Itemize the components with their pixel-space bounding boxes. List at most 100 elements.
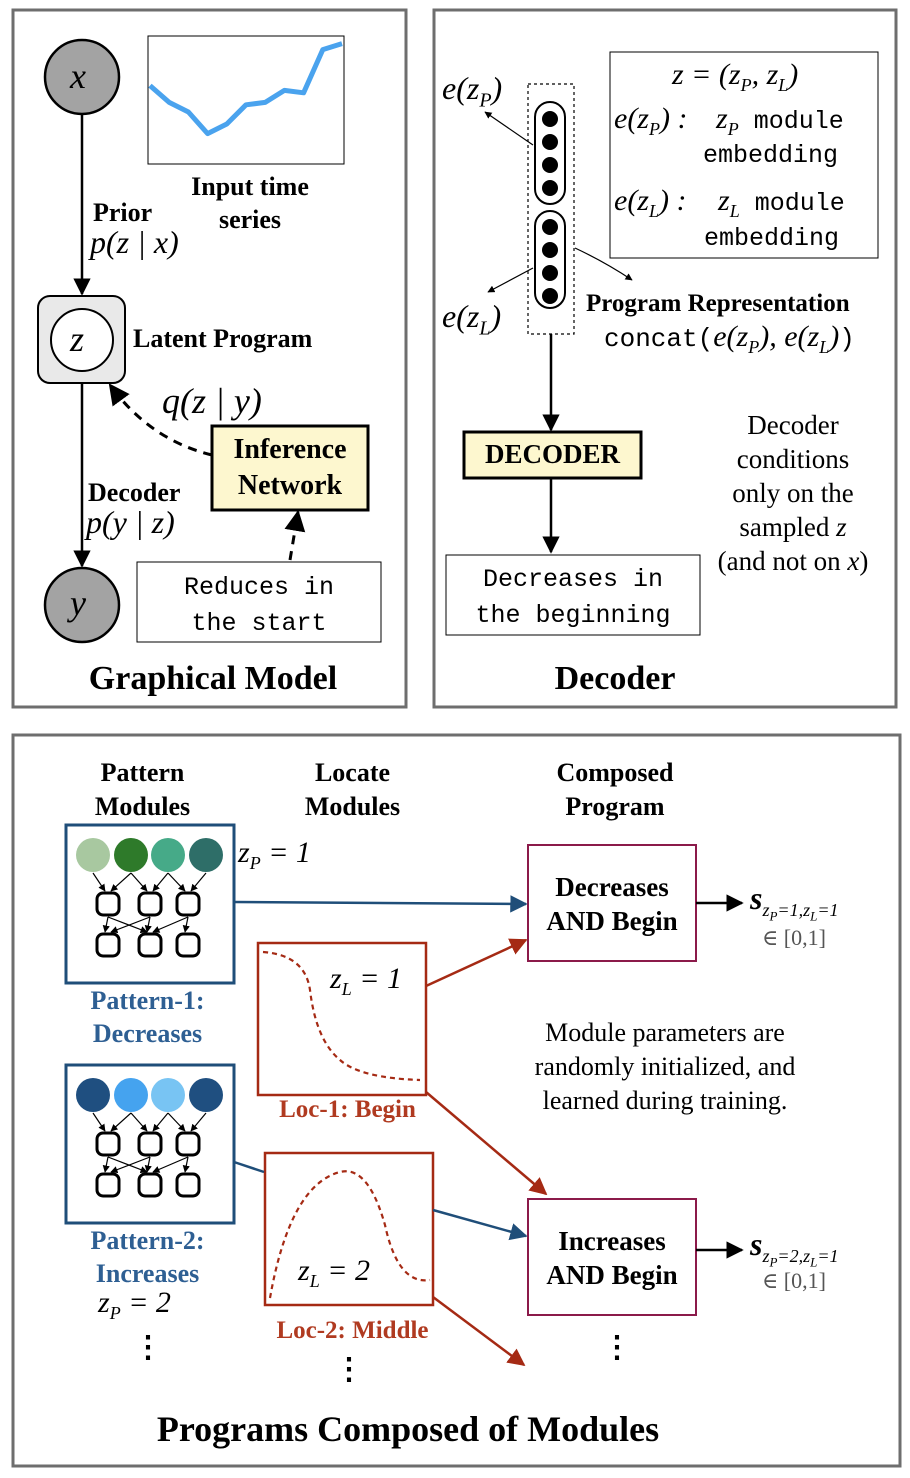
loc1-curve [262, 950, 421, 1082]
edge [102, 1156, 110, 1173]
edge [130, 872, 148, 892]
decoder-formula: p(y | z) [86, 504, 175, 540]
decoder-box-label: DECODER [484, 439, 620, 469]
edge [152, 872, 169, 892]
inference-network-label: Inference Network [233, 434, 347, 501]
edge [182, 1156, 190, 1173]
output-node [175, 1172, 201, 1198]
edge [152, 1156, 189, 1173]
locate-ellipsis: ⋮ [334, 1353, 364, 1386]
input-node [76, 838, 110, 872]
pattern-ellipsis: ⋮ [133, 1331, 163, 1364]
ezl-pointer [487, 267, 534, 293]
node-z-label: z [70, 319, 85, 359]
loc2-to-program2-arrow [432, 1208, 528, 1241]
hidden-node [137, 1131, 163, 1157]
ezp-pointer [484, 111, 534, 146]
program-ellipsis: ⋮ [602, 1331, 632, 1364]
edge [102, 916, 110, 933]
ezp-label: e(zP) [442, 70, 503, 112]
node-y-label: y [70, 583, 86, 623]
hidden-node [175, 891, 201, 917]
edge [167, 872, 186, 892]
program1-range: ∈ [0,1] [762, 925, 826, 950]
output-node [137, 932, 163, 958]
hidden-node [175, 1131, 201, 1157]
col-locate-header: Locate Modules [304, 758, 401, 821]
output-node [95, 1172, 121, 1198]
edge [110, 1156, 151, 1174]
inference-network-box [210, 424, 370, 512]
edge [92, 872, 106, 892]
pattern2-network [76, 1078, 223, 1198]
edge [92, 1112, 106, 1132]
definition-ezl-embedding: embedding [704, 224, 840, 253]
hidden-node [137, 891, 163, 917]
pattern1-zp: zP = 1 [238, 836, 311, 873]
program2-box [527, 1198, 697, 1316]
edge [110, 916, 151, 934]
loc1-zl: zL = 1 [330, 962, 402, 999]
program2-range: ∈ [0,1] [762, 1268, 826, 1293]
output-node [175, 932, 201, 958]
loc2-to-next-arrow [432, 1295, 526, 1367]
module-params-note: Module parameters are randomly initializ… [534, 1018, 796, 1115]
program2-score: szP=2,zL=1 [750, 1226, 839, 1270]
pattern2-to-program2-arrow [233, 1160, 265, 1174]
input-series-label: Input time series [191, 172, 309, 234]
pattern1-network [76, 838, 223, 958]
col-composed-header: Composed Program [556, 758, 674, 821]
input-node [114, 1078, 148, 1112]
ezp-capsule [534, 101, 566, 205]
loc1-module-box [256, 941, 428, 1097]
input-node [114, 838, 148, 872]
ezl-label: e(zL) [442, 298, 502, 340]
example-to-inference-arrow [284, 509, 306, 561]
loc1-to-program1-arrow [425, 938, 528, 988]
edge [152, 1112, 169, 1132]
posterior-formula: q(z | y) [162, 381, 262, 421]
input-node [189, 1078, 223, 1112]
pattern2-zp: zP = 2 [98, 1286, 171, 1323]
input-series-box [147, 35, 345, 165]
prior-label: Prior [93, 198, 153, 227]
program-rep-title: Program Representation [586, 290, 850, 317]
graphical-model-panel [11, 8, 408, 709]
decoder-panel [432, 8, 898, 709]
edge [152, 916, 189, 933]
input-node [189, 838, 223, 872]
definition-ezp-embedding: embedding [703, 141, 839, 170]
edge [107, 1156, 148, 1174]
definition-ezp-text: zP module [716, 102, 844, 139]
ezl-capsule [534, 210, 566, 309]
loc1-label: Loc-1: Begin [279, 1096, 416, 1123]
input-series-line [148, 41, 343, 137]
definition-ezl-text: zL module [718, 184, 845, 221]
input-node [151, 838, 185, 872]
decoder-caption: Decoder [554, 660, 676, 697]
hidden-node [95, 891, 121, 917]
pattern2-label: Pattern-2: Increases [90, 1226, 205, 1288]
example-text: Reduces in the start [183, 573, 335, 638]
edge [110, 1112, 132, 1132]
program2-label: Increases AND Begin [546, 1226, 678, 1290]
decoder-label-gm: Decoder [88, 478, 181, 507]
program1-box [527, 844, 697, 962]
node-x-label: x [70, 56, 86, 96]
programs-panel [11, 733, 902, 1468]
program-rep-pointer [574, 247, 633, 281]
prior-formula: p(z | x) [90, 224, 179, 260]
example-text-box [136, 561, 382, 643]
program-rep-formula: concat(e(zP), e(zL)) [604, 320, 855, 357]
decoder-box [462, 430, 643, 480]
graphical-model-caption: Graphical Model [88, 660, 338, 697]
output-node [137, 1172, 163, 1198]
input-node [151, 1078, 185, 1112]
output-node [95, 932, 121, 958]
definition-z: z = (zP, zL) [672, 58, 799, 95]
loc2-label: Loc-2: Middle [276, 1317, 429, 1344]
loc2-zl: zL = 2 [298, 1254, 370, 1291]
edge [130, 1112, 148, 1132]
program1-label: Decreases AND Begin [546, 872, 678, 936]
